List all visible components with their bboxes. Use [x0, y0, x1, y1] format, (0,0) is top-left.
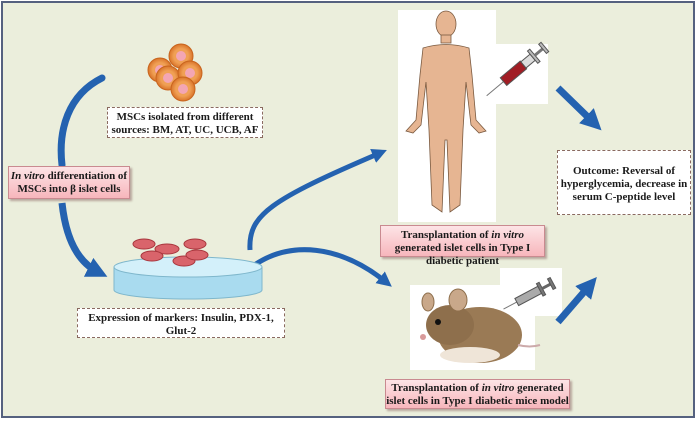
differentiation-italic: In vitro	[10, 170, 45, 182]
arrow-patient-to-outcome	[555, 85, 602, 131]
transplant-patient-text-a: Transplantation of	[401, 229, 492, 241]
syringe-icon	[486, 41, 550, 97]
arrow-up-to-msc	[57, 74, 106, 169]
arrow-to-mice	[251, 247, 392, 287]
transplant-patient-text-b: generated islet cells in Type I diabetic…	[394, 242, 531, 267]
transplant-mice-italic: in vitro	[481, 382, 515, 394]
mouse-icon	[420, 288, 541, 363]
transplant-patient-italic: in vitro	[491, 229, 524, 241]
msc-cells-icon	[147, 43, 203, 102]
arrow-mice-to-outcome	[555, 277, 597, 325]
human-body-icon	[405, 10, 487, 213]
transplant-mice-text-a: Transplantation of	[391, 382, 482, 394]
petri-dish-icon	[113, 256, 263, 300]
outcome-label: Outcome: Reversal of hyperglycemia, decr…	[557, 150, 691, 215]
differentiation-text: differentiation of MSCs into β islet cel…	[17, 170, 128, 195]
transplant-mice-text-b: generated islet cells in Type I diabetic…	[386, 382, 569, 407]
differentiation-label: In vitro differentiation of MSCs into β …	[8, 166, 130, 199]
arrow-to-patient	[247, 149, 387, 251]
transplant-mice-label: Transplantation of in vitro generated is…	[385, 379, 570, 409]
transplant-patient-label: Transplantation of in vitro generated is…	[380, 225, 545, 267]
markers-label: Expression of markers: Insulin, PDX-1, G…	[77, 308, 285, 338]
mouse-syringe-icon	[503, 276, 557, 310]
arrow-down-to-dish	[58, 202, 108, 277]
msc-sources-label: MSCs isolated from different sources: BM…	[107, 107, 263, 138]
islet-cells-icon	[132, 238, 209, 267]
